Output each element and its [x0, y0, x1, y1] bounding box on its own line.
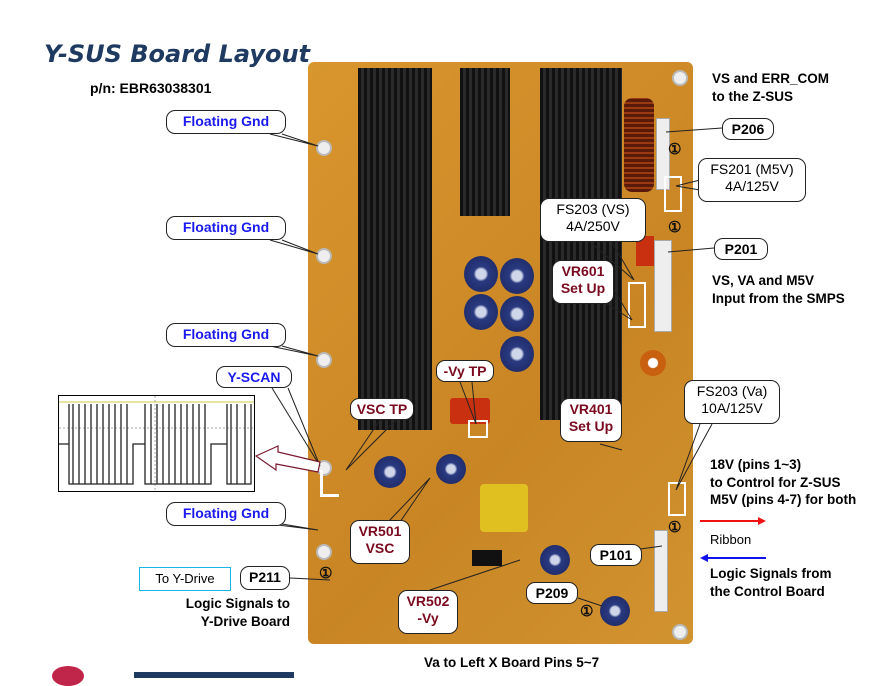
part-number: p/n: EBR63038301 — [90, 80, 212, 96]
pin1-marker-p206: ① — [668, 141, 682, 158]
callout-p206: P206 — [722, 118, 774, 140]
callout-p201: P201 — [714, 238, 768, 260]
callout-p209: P209 — [526, 582, 578, 604]
fs201-label: FS201 (M5V) — [710, 161, 794, 177]
note-line: Input from the SMPS — [712, 290, 845, 306]
callout-fs203-vs: FS203 (VS)4A/250V — [540, 198, 646, 242]
callout-fs201: FS201 (M5V)4A/125V — [698, 158, 806, 202]
note-line: Logic Signals to — [185, 596, 290, 611]
capacitor — [500, 296, 534, 332]
vr502-label: VR502 — [406, 593, 450, 609]
note-p201: VS, VA and M5V Input from the SMPS — [712, 272, 845, 307]
callout-vsc-tp: VSC TP — [350, 398, 414, 420]
waveform-trace — [59, 396, 254, 491]
lg-logo — [52, 666, 84, 686]
heatsink-right — [540, 68, 622, 420]
connector-p101 — [654, 530, 668, 612]
callout-p211: P211 — [240, 566, 290, 590]
pin1-marker-p101: ① — [668, 519, 682, 536]
capacitor — [464, 294, 498, 330]
toroid — [640, 350, 666, 376]
footer-bar — [134, 672, 294, 678]
vr601-label: VR601 — [561, 263, 605, 279]
note-line: Logic Signals from — [710, 566, 832, 581]
pin1-marker-p209: ① — [580, 603, 594, 620]
callout-floating-gnd-2: Floating Gnd — [166, 216, 286, 240]
callout-fs203-va: FS203 (Va)10A/125V — [684, 380, 780, 424]
fs203-va-label: FS203 (Va) — [696, 383, 768, 399]
note-p209: Va to Left X Board Pins 5~7 — [424, 655, 600, 670]
mounting-hole — [672, 70, 688, 86]
capacitor — [374, 456, 406, 488]
note-line: VS and ERR_COM — [712, 71, 830, 86]
fs203-va-highlight — [668, 482, 686, 516]
fs203-vs-rating: 4A/250V — [566, 217, 620, 234]
vr401-label: VR401 — [569, 401, 613, 417]
note-line: VS, VA and M5V — [712, 273, 815, 288]
film-capacitor — [636, 236, 654, 266]
vr501-desc: VSC — [365, 539, 395, 556]
to-ydrive-box: To Y-Drive — [139, 567, 231, 591]
note-p101: 18V (pins 1~3) to Control for Z-SUS M5V (p… — [710, 456, 856, 509]
vy-tp-highlight — [468, 420, 488, 438]
inductor — [624, 98, 654, 192]
callout-floating-gnd-1: Floating Gnd — [166, 110, 286, 134]
note-line: Y-Drive Board — [200, 613, 290, 629]
capacitor — [500, 336, 534, 372]
fs203-va-rating: 10A/125V — [701, 399, 763, 416]
callout-vr502: VR502-Vy — [398, 590, 458, 634]
note-ribbon: Ribbon — [710, 532, 752, 547]
transformer — [480, 484, 528, 532]
callout-floating-gnd-4: Floating Gnd — [166, 502, 286, 526]
note-logic-to: Logic Signals to Y-Drive Board — [150, 595, 290, 630]
vr601-desc: Set Up — [560, 279, 606, 296]
y-scan-waveform — [58, 395, 255, 492]
callout-y-scan: Y-SCAN — [216, 366, 292, 388]
connector-p201 — [654, 240, 672, 332]
mounting-hole — [316, 248, 332, 264]
page-title: Y-SUS Board Layout — [44, 40, 311, 68]
mounting-hole — [316, 352, 332, 368]
vr401-desc: Set Up — [568, 417, 614, 434]
vsc-tp-bracket — [320, 470, 339, 497]
capacitor — [600, 596, 630, 626]
ic-chip — [472, 550, 502, 566]
capacitor — [540, 545, 570, 575]
callout-floating-gnd-3: Floating Gnd — [166, 323, 286, 347]
note-line: to the Z-SUS — [712, 88, 793, 104]
fs203-vs-highlight — [628, 282, 646, 328]
callout-vy-tp: -Vy TP — [436, 360, 494, 382]
fs201-rating: 4A/125V — [725, 177, 779, 194]
note-logic-from: Logic Signals from the Control Board — [710, 565, 832, 600]
mounting-hole — [672, 624, 688, 640]
note-line: M5V (pins 4-7) for both — [710, 492, 857, 508]
fs201-highlight — [664, 176, 682, 212]
vr501-label: VR501 — [358, 523, 402, 539]
heatsink-small — [460, 68, 510, 216]
note-line: 18V (pins 1~3) — [710, 457, 802, 472]
note-line: to Control for Z-SUS — [710, 474, 841, 490]
vr502-desc: -Vy — [417, 609, 439, 626]
capacitor — [464, 256, 498, 292]
film-capacitor — [450, 398, 490, 424]
capacitor — [436, 454, 466, 484]
fs203-vs-label: FS203 (VS) — [556, 201, 630, 217]
heatsink-left — [358, 68, 432, 430]
mounting-hole — [316, 140, 332, 156]
pin1-marker-p211: ① — [319, 565, 333, 582]
pin1-marker-p201: ① — [668, 219, 682, 236]
mounting-hole — [316, 544, 332, 560]
capacitor — [500, 258, 534, 294]
note-line: the Control Board — [710, 583, 825, 599]
connector-p206 — [656, 118, 670, 190]
callout-p101: P101 — [590, 544, 642, 566]
